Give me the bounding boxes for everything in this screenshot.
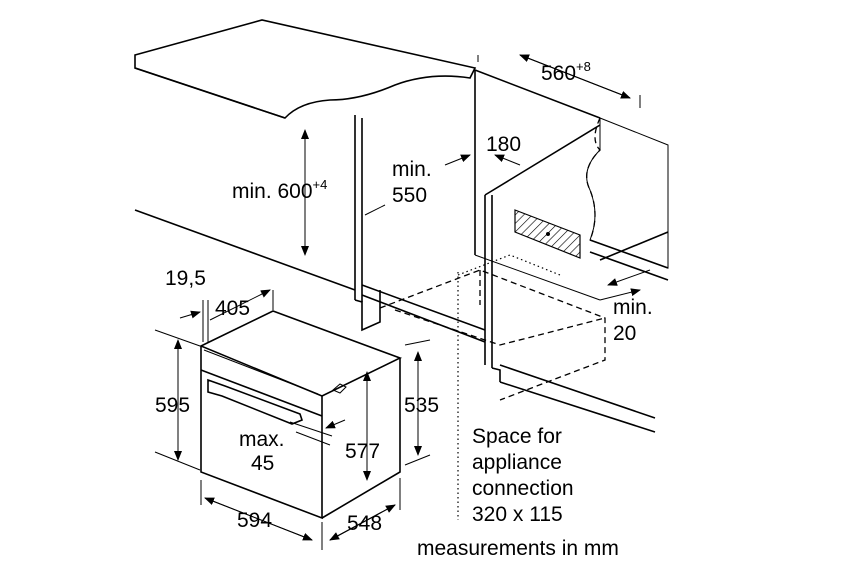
label-405: 405 <box>215 297 250 320</box>
cabinet <box>134 69 669 520</box>
label-min-20-a: min. <box>613 296 653 319</box>
label-595: 595 <box>155 394 190 417</box>
note-line: Space for <box>472 425 562 448</box>
note-line: appliance <box>472 451 562 474</box>
note-line: connection <box>472 477 574 500</box>
label-min-20-b: 20 <box>613 322 636 345</box>
label-min-550-a: min. <box>392 158 432 181</box>
oven <box>199 310 403 520</box>
label-max-45-a: max. <box>239 428 285 451</box>
units-note: measurements in mm <box>417 537 619 560</box>
countertop-right <box>586 117 669 281</box>
dimension-lines <box>154 54 651 550</box>
label-min-550-b: 550 <box>392 184 427 207</box>
label-548: 548 <box>347 512 382 535</box>
label-594: 594 <box>237 509 272 532</box>
label-min-600: min. 600+4 <box>232 177 327 203</box>
connection-point <box>546 232 550 236</box>
label-180: 180 <box>486 133 521 156</box>
label-max-45-b: 45 <box>251 452 274 475</box>
countertop-left <box>134 19 477 119</box>
note-line: 320 x 115 <box>472 503 563 526</box>
label-19-5: 19,5 <box>165 267 206 290</box>
label-niche-width: 560+8 <box>541 59 591 85</box>
label-577: 577 <box>345 440 380 463</box>
connection-note: Space for appliance connection 320 x 115 <box>472 425 574 526</box>
label-535: 535 <box>404 394 439 417</box>
